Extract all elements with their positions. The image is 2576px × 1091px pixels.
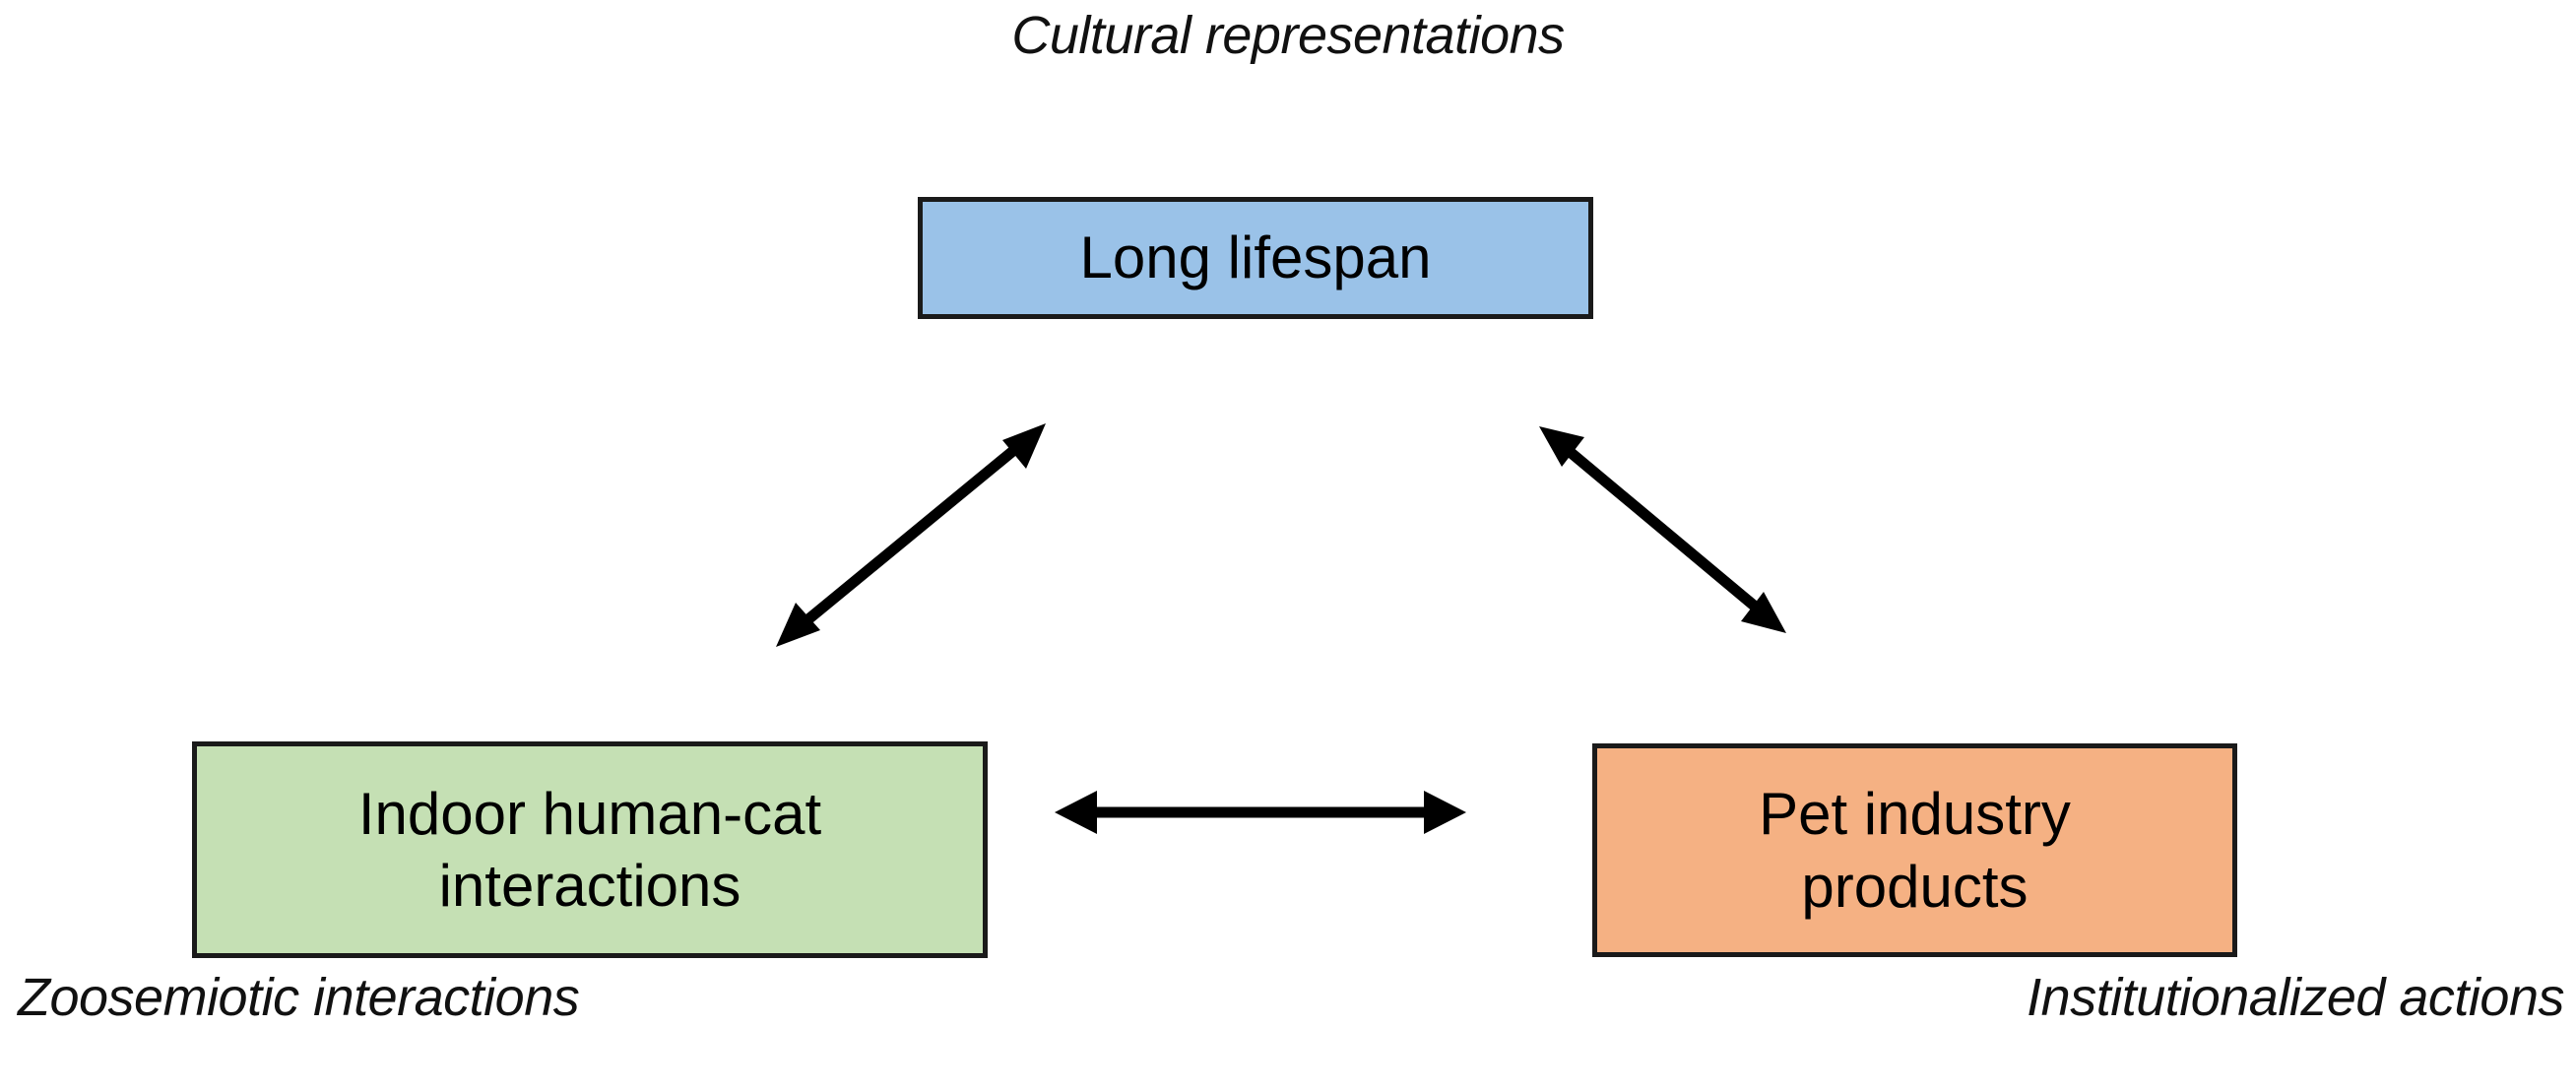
node-pet-label-line2: products [1801,853,2029,920]
arrowhead-up-right [1002,423,1046,469]
node-pet-label-line1: Pet industry [1759,781,2071,848]
annotation-institutionalized-actions: Institutionalized actions [2027,968,2564,1027]
arrowhead-left [1055,791,1097,834]
connector-right-diagonal [1539,426,1786,633]
connector-horizontal [1055,791,1466,834]
node-indoor-label-wrapper: Indoor human-cat interactions [207,778,973,922]
node-pet-label-wrapper: Pet industry products [1607,778,2222,922]
node-long-lifespan-label: Long lifespan [1079,225,1432,291]
node-indoor-label-line1: Indoor human-cat [357,780,822,847]
arrowhead-down-left [776,603,820,647]
node-pet-industry-products[interactable]: Pet industry products [1592,743,2237,957]
annotation-zoosemiotic-interactions: Zoosemiotic interactions [18,968,580,1027]
arrowhead-up-left [1539,426,1584,467]
arrowhead-right [1424,791,1466,834]
node-indoor-label-line2: interactions [438,853,741,919]
annotation-cultural-representations: Cultural representations [1011,6,1565,65]
node-long-lifespan[interactable]: Long lifespan [918,197,1593,319]
node-indoor-human-cat-interactions[interactable]: Indoor human-cat interactions [192,741,988,958]
arrowhead-down-right [1741,592,1786,633]
connector-left-diagonal [776,423,1046,647]
